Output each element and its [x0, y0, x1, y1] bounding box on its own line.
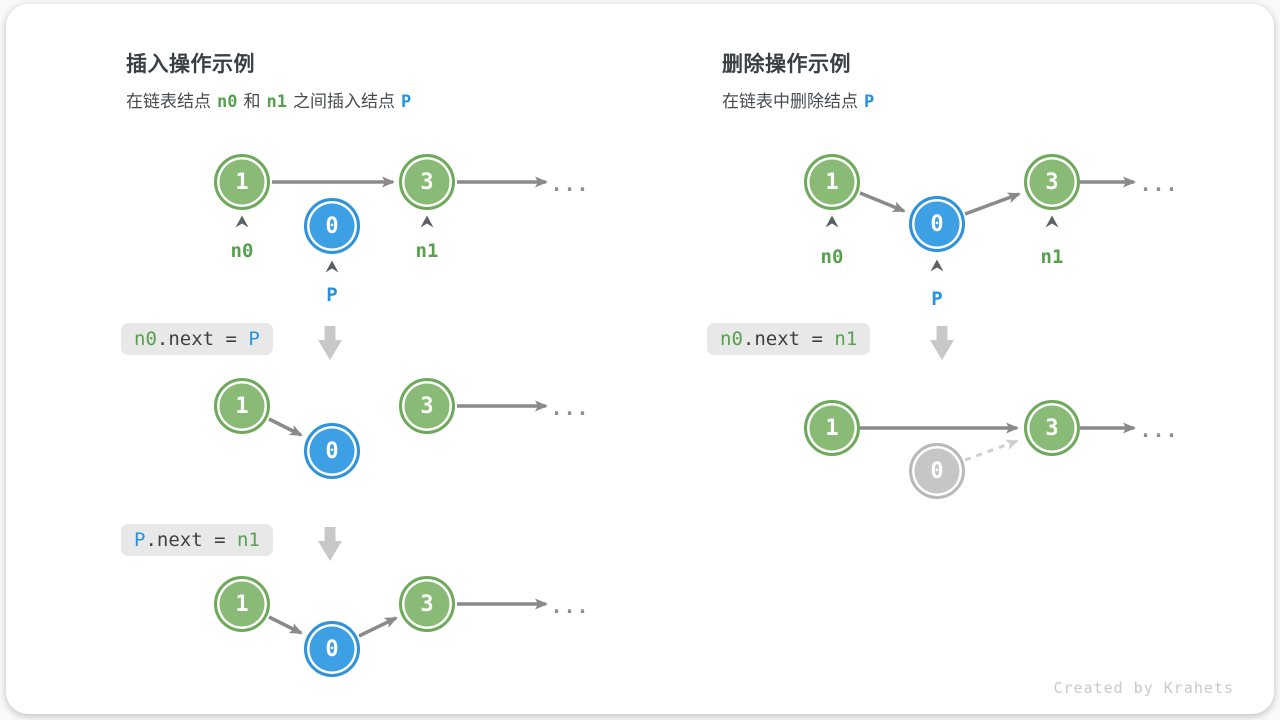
code-mid: .next =: [145, 529, 237, 551]
arrow-insert-d3-n1-to-p: [268, 615, 303, 635]
arrows-layer: [235, 176, 1136, 638]
node-3: 3: [399, 154, 455, 210]
insert-subtitle-mid: 之间插入结点: [292, 92, 395, 111]
caret-icon: [420, 215, 434, 228]
node-1: 1: [214, 378, 270, 434]
down-block-arrow-icon: [318, 527, 342, 561]
insert-subtitle: 在链表结点 n0 和 n1 之间插入结点 P: [126, 87, 417, 112]
node-1: 1: [804, 400, 860, 456]
arrow-delete-d2-p-to-n3-dashed: [964, 439, 1019, 462]
node-3: 3: [1024, 400, 1080, 456]
insert-subtitle-n1: n1: [266, 92, 287, 112]
pointer-n0: n0: [820, 246, 844, 268]
node-1: 1: [214, 154, 270, 210]
delete-subtitle-prefix: 在链表中删除结点: [722, 92, 858, 111]
arrow-insert-d3-p-to-n3: [358, 616, 398, 638]
pointer-p: P: [931, 288, 943, 310]
arrow-delete-d1-p-to-n3: [964, 192, 1021, 216]
code-tail: n1: [236, 529, 260, 551]
insert-subtitle-n0: n0: [217, 92, 238, 112]
pointer-n0: n0: [230, 240, 254, 262]
list-ellipsis: ...: [550, 396, 590, 420]
node-p: 0: [304, 198, 360, 254]
insert-subtitle-p: P: [400, 92, 412, 112]
insert-subtitle-and: 和: [243, 92, 261, 111]
pointer-n1: n1: [415, 240, 439, 262]
delete-subtitle: 在链表中删除结点 P: [722, 87, 880, 112]
code-insert-step1: n0.next = P: [121, 323, 273, 355]
caret-icon: [825, 215, 839, 228]
code-lead: n0: [134, 328, 157, 350]
arrow-insert-d2-n1-to-p: [268, 417, 303, 437]
code-lead: n0: [720, 328, 743, 350]
code-insert-step2: P.next = n1: [121, 524, 273, 556]
insert-section: 插入操作示例 在链表结点 n0 和 n1 之间插入结点 P 1 3 0 ... n0 n1…: [6, 4, 1274, 714]
insert-title: 插入操作示例: [126, 53, 255, 76]
code-delete-step1: n0.next = n1: [707, 323, 871, 355]
caret-icon: [325, 260, 339, 273]
list-ellipsis: ...: [550, 594, 590, 618]
node-3: 3: [399, 378, 455, 434]
arrow-delete-d1-n1-to-p: [859, 191, 906, 213]
list-ellipsis: ...: [550, 172, 590, 196]
list-ellipsis: ...: [1139, 172, 1179, 196]
credit-text: Created by Krahets: [1053, 679, 1234, 697]
node-3: 3: [1024, 154, 1080, 210]
node-p: 0: [304, 621, 360, 677]
node-1: 1: [214, 576, 270, 632]
list-ellipsis: ...: [1139, 418, 1179, 442]
code-tail: n1: [834, 328, 858, 350]
caret-icon: [235, 215, 249, 228]
code-mid: .next =: [156, 328, 249, 350]
node-p: 0: [304, 423, 360, 479]
pointer-n1: n1: [1040, 246, 1064, 268]
delete-title: 删除操作示例: [722, 53, 851, 76]
node-p: 0: [909, 196, 965, 252]
code-mid: .next =: [742, 328, 835, 350]
delete-subtitle-p: P: [864, 92, 875, 112]
code-tail: P: [248, 328, 260, 350]
caret-icon: [1045, 215, 1059, 228]
caret-icon: [930, 259, 944, 272]
node-3: 3: [399, 576, 455, 632]
code-lead: P: [134, 529, 146, 551]
node-p-removed: 0: [909, 443, 965, 499]
down-block-arrow-icon: [930, 326, 954, 360]
insert-subtitle-prefix: 在链表结点: [126, 92, 211, 111]
diagram-card: 插入操作示例 在链表结点 n0 和 n1 之间插入结点 P 1 3 0 ... n0 n1…: [6, 4, 1274, 714]
pointer-p: P: [326, 284, 338, 306]
down-block-arrow-icon: [318, 326, 342, 360]
node-1: 1: [804, 154, 860, 210]
